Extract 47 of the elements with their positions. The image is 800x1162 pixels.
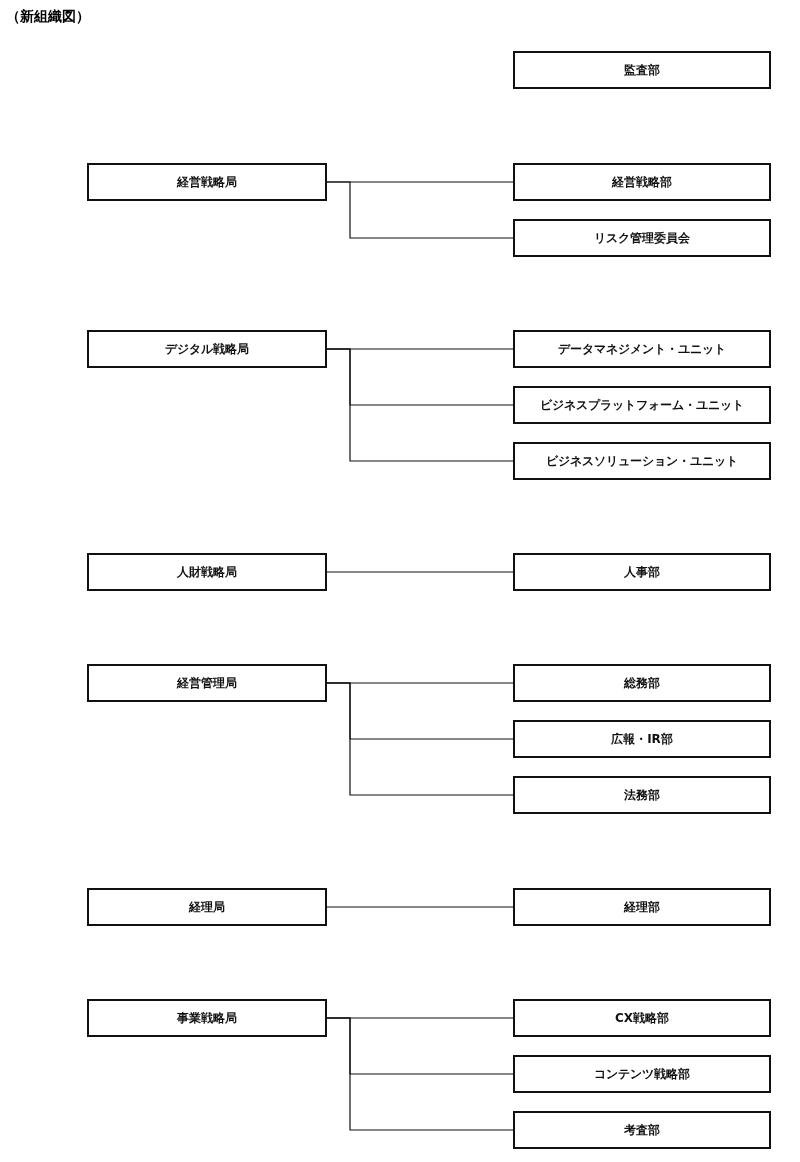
unit-name: 経営戦略部 xyxy=(612,173,672,191)
org-unit-box xyxy=(87,163,327,201)
connector-line xyxy=(326,181,514,239)
org-unit-box xyxy=(513,553,771,591)
org-unit-box xyxy=(87,553,327,591)
unit-name: 考査部 xyxy=(624,1121,660,1139)
unit-name: 経理部 xyxy=(624,898,660,916)
unit-name: デジタル戦略局 xyxy=(165,340,249,358)
unit-name: 広報・IR部 xyxy=(611,730,673,748)
unit-name: CX戦略部 xyxy=(614,1009,670,1027)
unit-name: データマネジメント・ユニット xyxy=(558,340,726,358)
org-unit-box xyxy=(513,999,771,1037)
org-unit-box xyxy=(513,219,771,257)
unit-name: 経営管理局 xyxy=(177,674,237,692)
org-unit-box xyxy=(513,163,771,201)
org-unit-box xyxy=(87,664,327,702)
org-unit-box xyxy=(513,51,771,89)
unit-name: 経理局 xyxy=(189,898,225,916)
unit-name: ビジネスソリューション・ユニット xyxy=(546,452,738,470)
unit-name: 事業戦略局 xyxy=(177,1009,237,1027)
unit-name: 法務部 xyxy=(624,786,660,804)
unit-name: 総務部 xyxy=(624,674,660,692)
org-unit-box xyxy=(87,999,327,1037)
unit-name: 人事部 xyxy=(624,563,660,581)
unit-name: 経営戦略局 xyxy=(177,173,237,191)
connector-line xyxy=(326,906,514,908)
org-unit-box xyxy=(513,1055,771,1093)
unit-name: コンテンツ戦略部 xyxy=(594,1065,690,1083)
unit-name: ビジネスプラットフォーム・ユニット xyxy=(540,396,744,414)
connector-line xyxy=(326,1017,514,1131)
org-unit-box xyxy=(513,1111,771,1149)
org-unit-box xyxy=(87,888,327,926)
org-unit-box xyxy=(513,386,771,424)
org-unit-box xyxy=(513,888,771,926)
org-unit-box xyxy=(87,330,327,368)
connector-line xyxy=(326,571,514,573)
unit-name: 人財戦略局 xyxy=(177,563,237,581)
unit-name: 監査部 xyxy=(624,61,660,79)
org-unit-box xyxy=(513,720,771,758)
chart-title: （新組織図） xyxy=(6,8,90,26)
org-unit-box xyxy=(513,664,771,702)
connector-line xyxy=(326,682,514,796)
connector-line xyxy=(326,348,514,462)
unit-name: リスク管理委員会 xyxy=(594,229,690,247)
org-unit-box xyxy=(513,776,771,814)
org-unit-box xyxy=(513,442,771,480)
org-unit-box xyxy=(513,330,771,368)
